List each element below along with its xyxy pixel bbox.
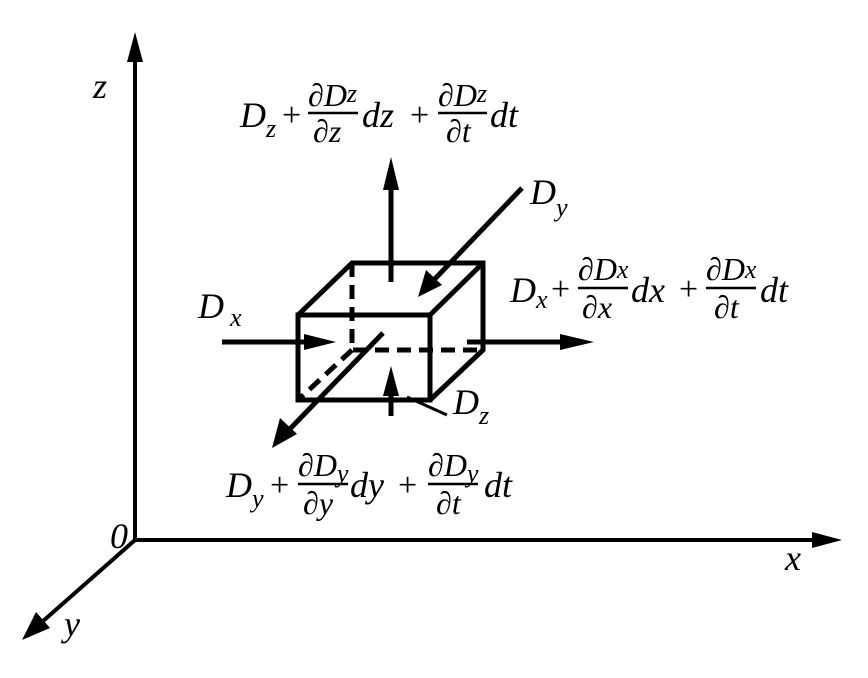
svg-text:∂Dz: ∂Dz	[438, 77, 487, 113]
y-axis-label: y	[61, 604, 80, 644]
y-axis-arrowhead	[22, 612, 50, 640]
svg-text:+: +	[398, 467, 417, 504]
svg-text:∂Dz: ∂Dz	[308, 77, 357, 113]
dx-out-arrowhead	[560, 334, 594, 350]
svg-text:dz: dz	[362, 95, 394, 135]
svg-text:+: +	[410, 97, 429, 134]
svg-text:∂t: ∂t	[446, 113, 472, 149]
svg-text:Dx: Dx	[509, 270, 548, 314]
svg-text:∂t: ∂t	[714, 289, 740, 325]
dz-in-arrowhead	[383, 366, 399, 396]
svg-text:∂Dy: ∂Dy	[298, 447, 349, 488]
svg-text:dy: dy	[350, 465, 384, 505]
dx-in-arrowhead	[304, 334, 336, 350]
svg-text:dt: dt	[490, 95, 519, 135]
dz-out-arrowhead	[383, 157, 399, 190]
svg-text:Dz: Dz	[239, 95, 276, 143]
origin-label: 0	[110, 516, 128, 556]
z-axis-arrowhead	[127, 32, 143, 62]
cube-visible-edges	[296, 260, 486, 402]
dy-in-arrowhead	[418, 270, 442, 297]
dz-leader-line	[406, 395, 448, 417]
svg-text:+: +	[679, 271, 698, 308]
dy-in-arrow	[428, 186, 524, 286]
x-axis-label: x	[784, 538, 801, 578]
coordinate-axes: z x y 0	[22, 32, 842, 644]
svg-text:+: +	[282, 97, 301, 134]
svg-text:+: +	[270, 467, 289, 504]
dz-in-label: Dz	[452, 382, 489, 430]
dy-out-arrow	[283, 331, 385, 436]
dy-out-arrowhead	[272, 418, 297, 448]
flux-arrows	[222, 157, 594, 448]
svg-text:dt: dt	[484, 465, 513, 505]
svg-text:∂Dy: ∂Dy	[428, 447, 479, 488]
svg-text:∂Dx: ∂Dx	[578, 251, 629, 287]
svg-text:∂y: ∂y	[303, 485, 334, 521]
svg-text:∂Dx: ∂Dx	[706, 251, 757, 287]
svg-text:+: +	[551, 271, 570, 308]
dy-in-label: Dy	[529, 172, 568, 222]
x-axis-arrowhead	[812, 532, 842, 548]
svg-text:dt: dt	[760, 270, 789, 310]
dz-out-expression: Dz + ∂Dz ∂z dz + ∂Dz ∂t dt	[239, 77, 519, 149]
svg-text:dx: dx	[631, 270, 665, 310]
cube-front-face	[295, 312, 433, 403]
svg-text:∂t: ∂t	[436, 485, 462, 521]
volume-element-cube	[295, 260, 486, 403]
z-axis-label: z	[92, 66, 107, 106]
cube-hidden-edges	[296, 263, 483, 402]
svg-text:∂x: ∂x	[582, 289, 612, 325]
svg-text:∂z: ∂z	[313, 113, 342, 149]
dy-out-expression: Dy + ∂Dy ∂y dy + ∂Dy ∂t dt	[225, 447, 513, 521]
y-axis	[40, 538, 137, 624]
svg-text:Dy: Dy	[225, 465, 264, 513]
dx-out-expression: Dx + ∂Dx ∂x dx + ∂Dx ∂t dt	[509, 251, 789, 325]
